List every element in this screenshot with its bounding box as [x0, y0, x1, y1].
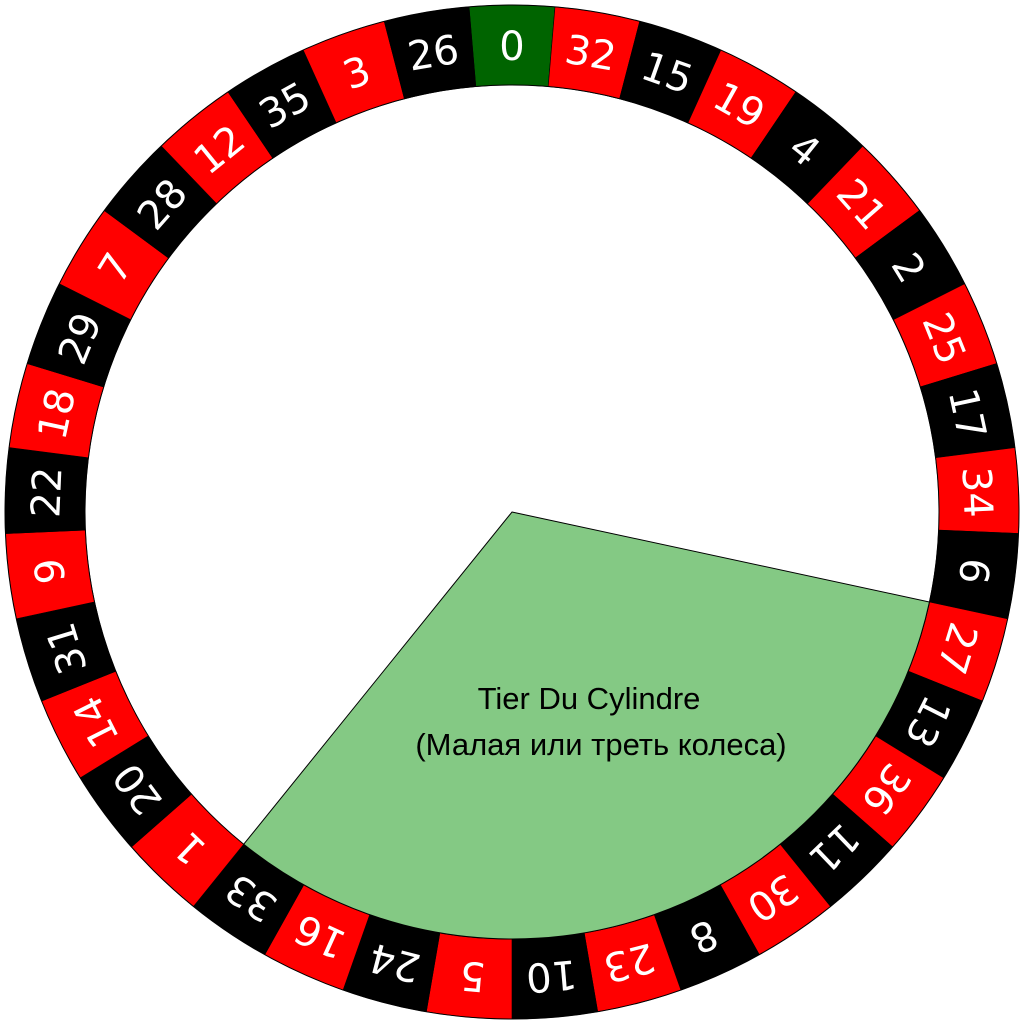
pocket-number-5: 5	[458, 951, 487, 999]
pocket-number-22: 22	[23, 466, 71, 519]
pocket-number-0: 0	[499, 24, 524, 70]
pocket-number-17: 17	[939, 384, 995, 443]
bet-name-label: Tier Du Cylindre	[478, 681, 701, 716]
pocket-number-34: 34	[953, 466, 1001, 519]
pocket-number-9: 9	[26, 556, 75, 587]
pocket-number-32: 32	[562, 27, 620, 81]
highlight-sector-fill	[243, 511, 931, 940]
pocket-number-10: 10	[524, 950, 579, 1000]
pocket-number-26: 26	[404, 27, 462, 81]
pocket-number-18: 18	[30, 384, 86, 443]
outer-rim	[4, 4, 1020, 1020]
tier-du-cylindre-sector	[243, 511, 931, 940]
bet-subtitle-label: (Малая или треть колеса)	[415, 727, 786, 762]
wheel-ring	[4, 4, 1020, 1020]
pocket-number-6: 6	[949, 556, 998, 587]
sector-caption: Tier Du Cylindre (Малая или треть колеса…	[415, 681, 786, 762]
